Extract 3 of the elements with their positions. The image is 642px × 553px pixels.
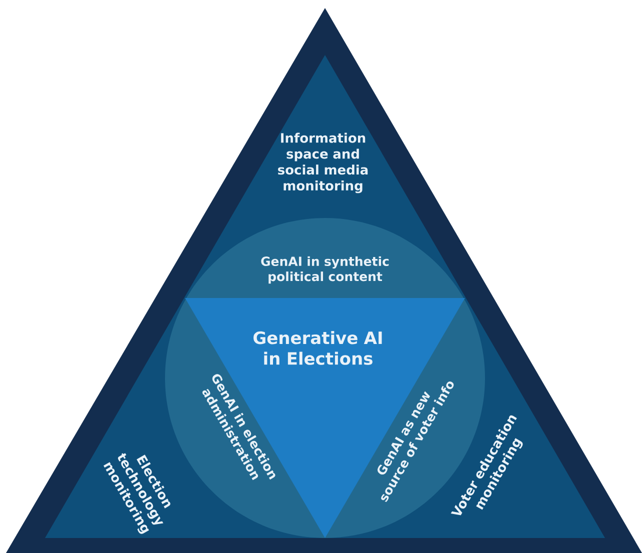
section-label: Information space and social media monitoring bbox=[278, 132, 368, 194]
section-label: GenAI in synthetic political content bbox=[261, 256, 389, 284]
section-label: Generative AI in Elections bbox=[254, 331, 382, 365]
